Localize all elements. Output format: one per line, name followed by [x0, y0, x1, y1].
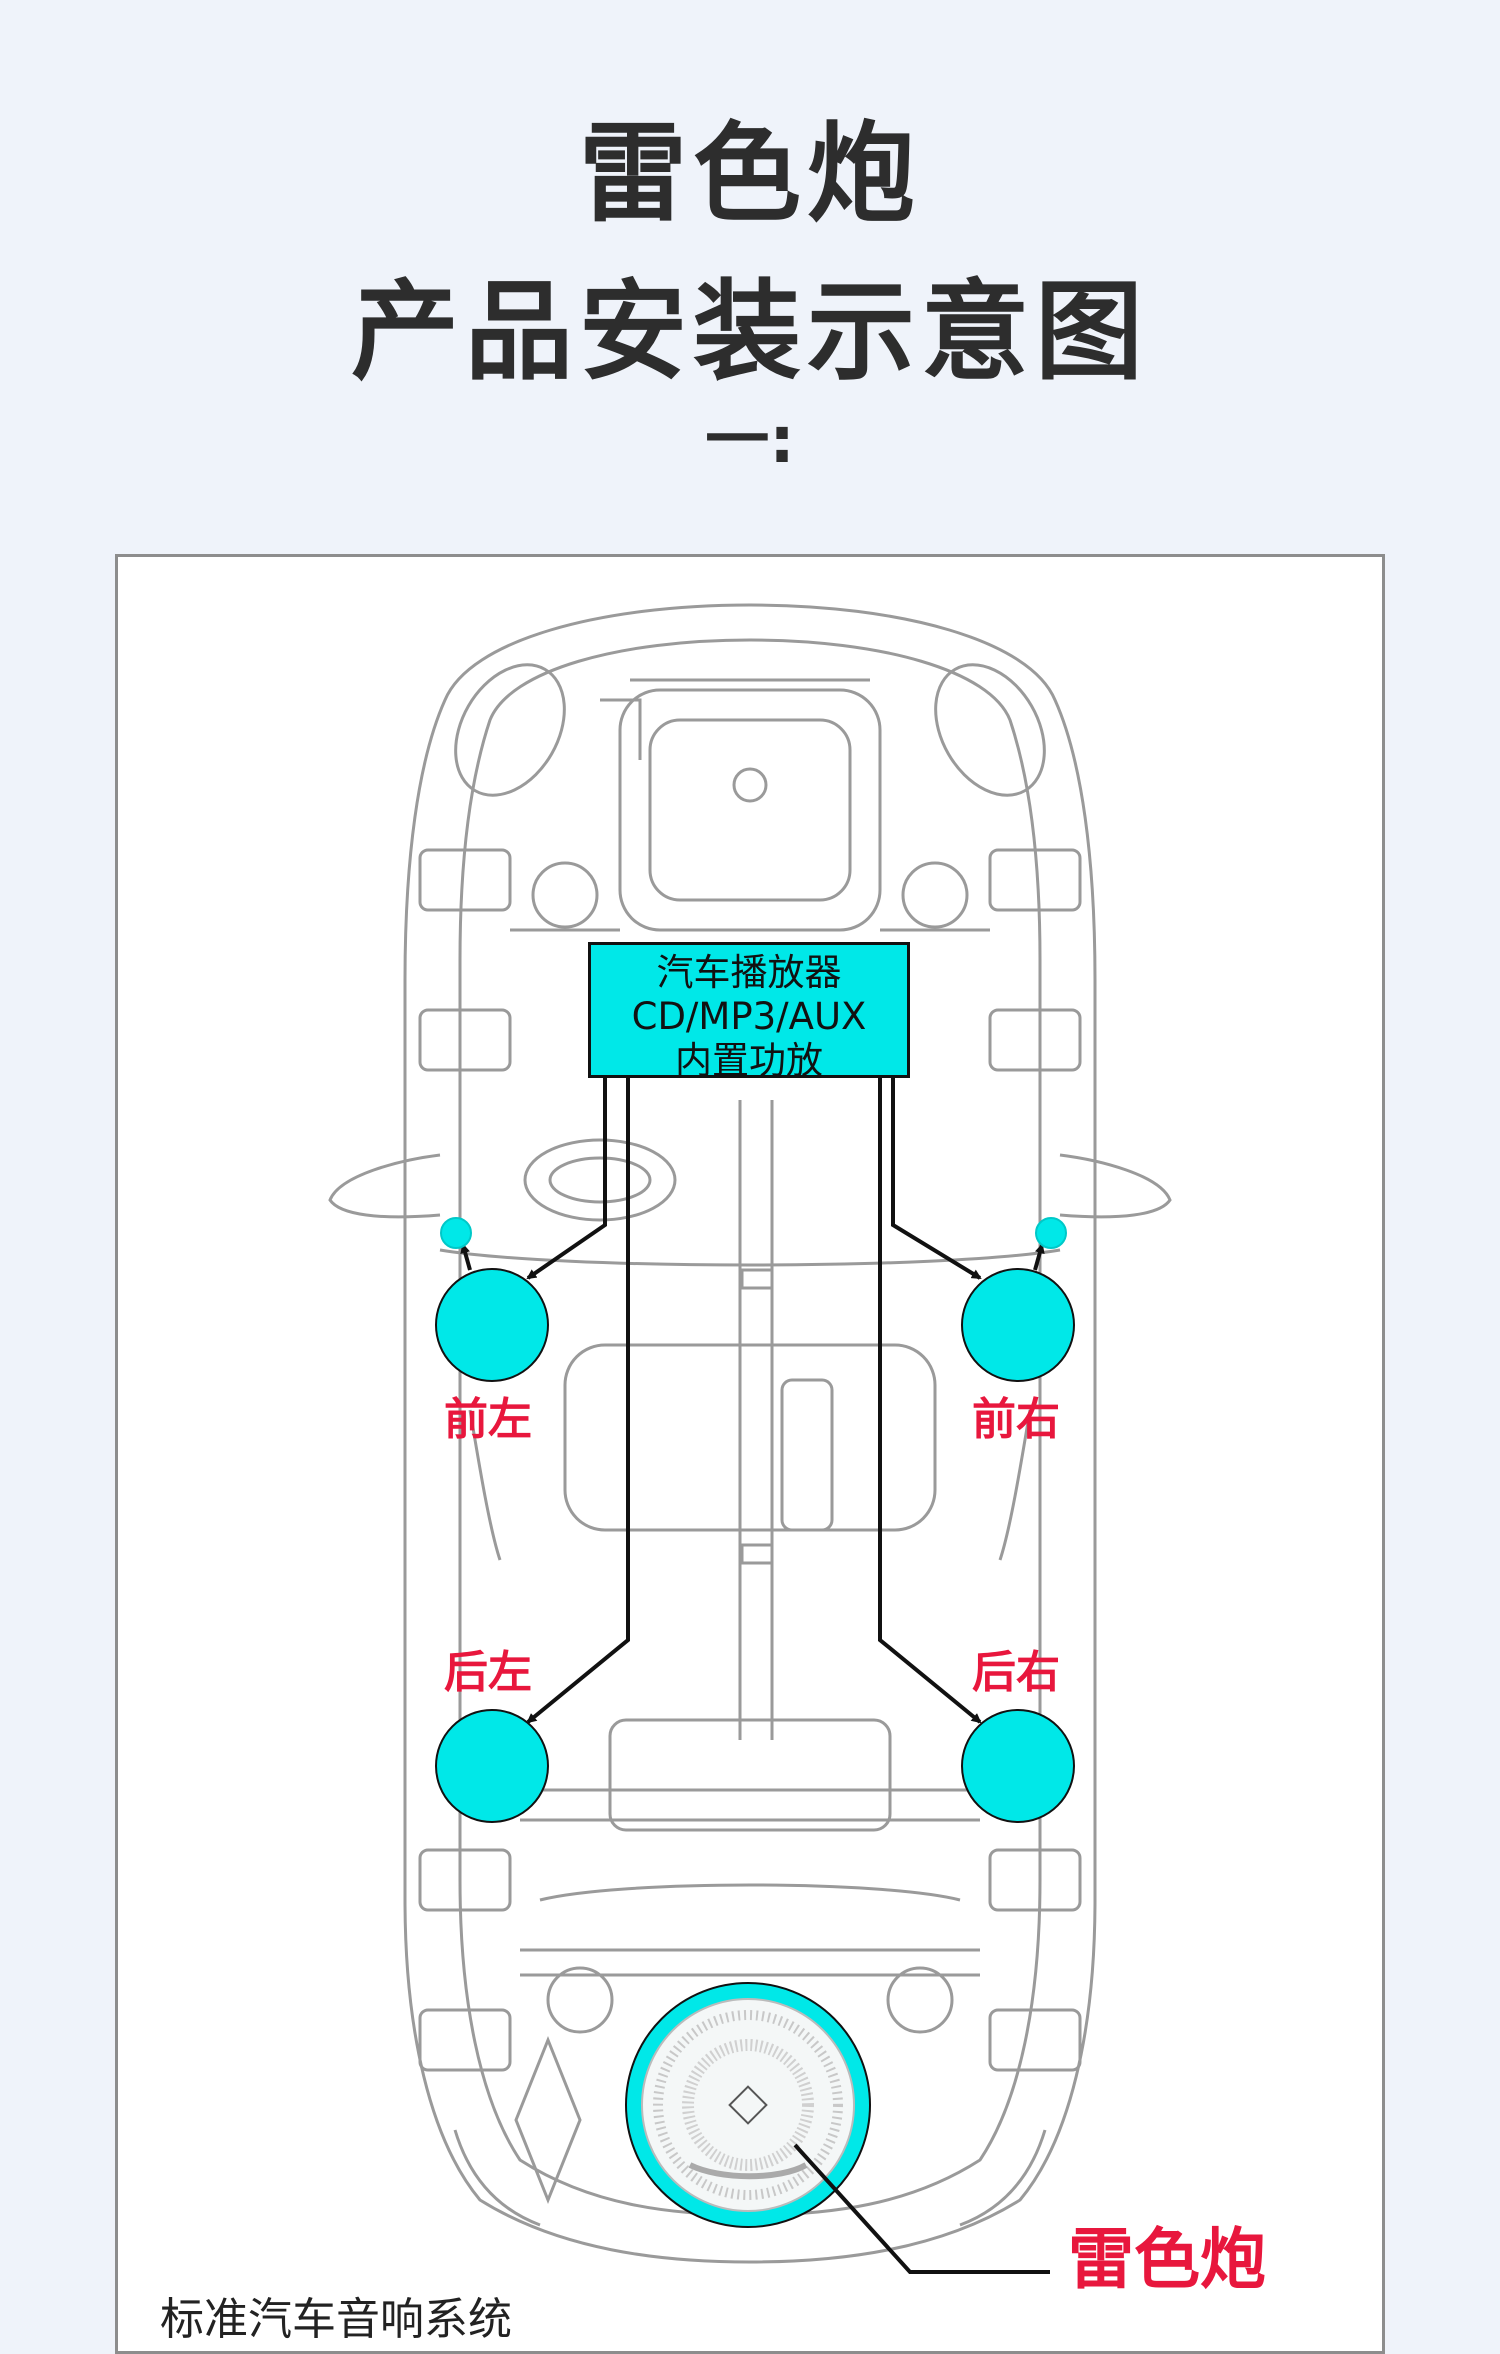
- wire-front-left: [526, 1078, 607, 1280]
- footer-caption: 标准汽车音响系统: [160, 2294, 512, 2345]
- player-line2: CD/MP3/AUX: [631, 995, 867, 1038]
- speaker-wires: [460, 1078, 1045, 1724]
- wire-front-right: [891, 1078, 982, 1280]
- subwoofer-callout-line: [793, 2143, 1050, 2274]
- subwoofer-label: 雷色炮: [1068, 2221, 1266, 2298]
- section-number: 一:: [705, 404, 795, 478]
- tweeter-front-right: [1035, 1217, 1067, 1249]
- wire-rear-right: [878, 1078, 982, 1724]
- wire-tweeter-right: [1033, 1243, 1045, 1271]
- page-title-line2: 产品安装示意图: [350, 270, 1149, 395]
- wire-tweeter-left: [460, 1243, 472, 1271]
- wire-rear-left: [526, 1078, 630, 1724]
- label-front-left: 前左: [444, 1394, 532, 1445]
- subwoofer-graphic: [625, 1982, 871, 2228]
- label-front-right: 前右: [972, 1394, 1060, 1445]
- speaker-rear-right: [961, 1709, 1075, 1823]
- car-player-box: 汽车播放器 CD/MP3/AUX 内置功放: [588, 942, 910, 1082]
- player-line1: 汽车播放器: [656, 951, 842, 994]
- car-outline: [328, 603, 1172, 2264]
- tweeter-front-left: [440, 1217, 472, 1249]
- player-line3: 内置功放: [675, 1039, 823, 1082]
- page-title-line1: 雷色炮: [578, 112, 921, 237]
- speaker-front-left: [435, 1268, 549, 1382]
- speaker-rear-left: [435, 1709, 549, 1823]
- speaker-front-right: [961, 1268, 1075, 1382]
- label-rear-right: 后右: [972, 1647, 1060, 1698]
- label-rear-left: 后左: [444, 1647, 532, 1698]
